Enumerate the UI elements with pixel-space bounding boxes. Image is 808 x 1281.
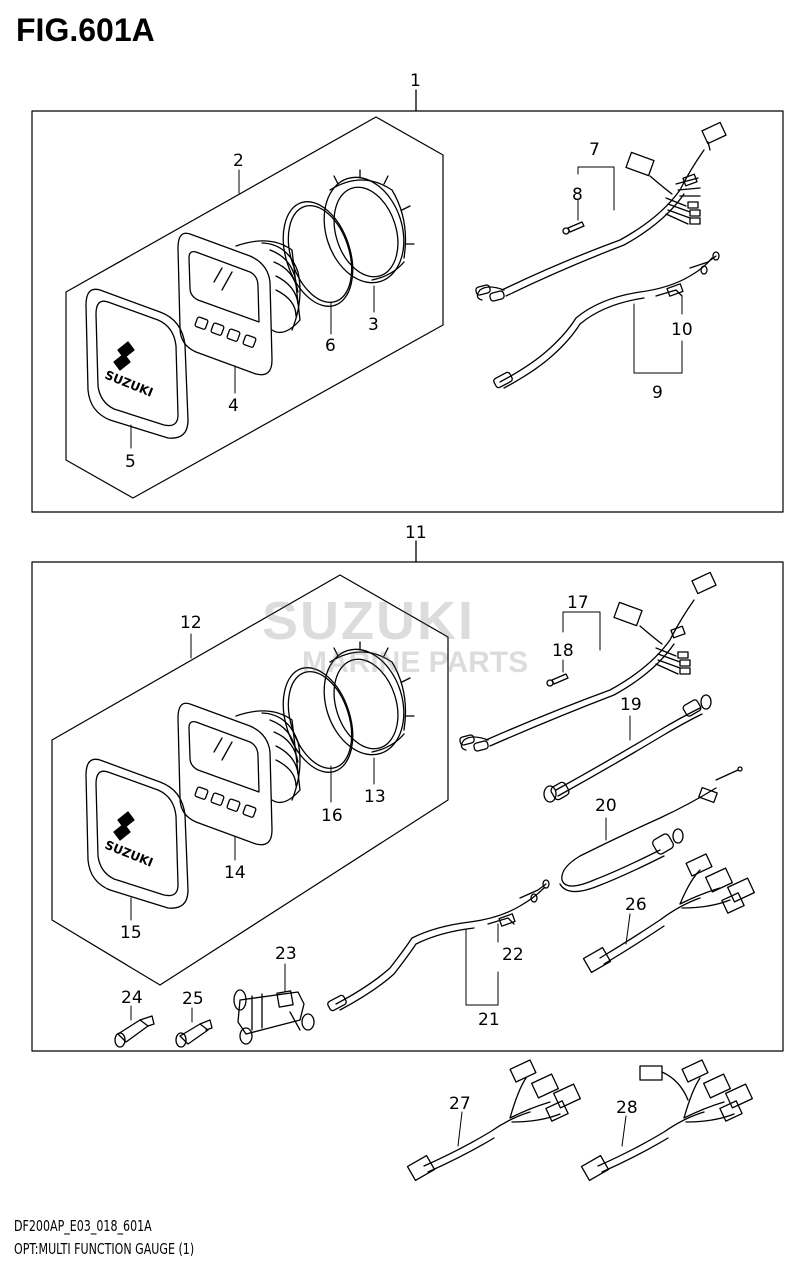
harness-part-27	[406, 1059, 582, 1182]
callout-28: 28	[616, 1098, 638, 1118]
callout-21: 21	[478, 1010, 500, 1030]
callout-4: 4	[228, 396, 239, 416]
figure-title: FIG.601A	[16, 12, 155, 48]
callout-26: 26	[625, 895, 647, 915]
bezel-logo-text: SUZUKI	[103, 368, 155, 400]
gauge-part-4	[177, 232, 301, 376]
callout-5: 5	[125, 452, 136, 472]
callout-13: 13	[364, 787, 386, 807]
callout-8: 8	[572, 185, 583, 205]
callout-22: 22	[502, 945, 524, 965]
callout-9: 9	[652, 383, 663, 403]
plug-part-25	[175, 1019, 213, 1048]
leader-lines-group-1	[130, 166, 683, 449]
leader-lines-group-11	[130, 611, 631, 1023]
bezel-part-15: SUZUKI	[85, 758, 189, 909]
callout-14: 14	[224, 863, 246, 883]
callout-6: 6	[325, 336, 336, 356]
group-11-frame	[31, 540, 784, 1052]
callout-10: 10	[671, 320, 693, 340]
harness-part-17	[459, 571, 717, 752]
callout-15: 15	[120, 923, 142, 943]
bezel-part-5: SUZUKI	[85, 288, 189, 439]
watermark: SUZUKI MARINE PARTS	[262, 590, 528, 680]
suzuki-logo-icon	[113, 341, 135, 371]
harness-part-28	[580, 1059, 754, 1182]
o-ring-part-6	[282, 201, 354, 307]
harness-part-21	[327, 879, 550, 1012]
callout-24: 24	[121, 988, 143, 1008]
screw-part-18	[546, 673, 569, 687]
cable-part-20	[559, 766, 743, 893]
watermark-line-2: MARINE PARTS	[302, 646, 529, 679]
bezel-logo-text-2: SUZUKI	[103, 838, 155, 870]
harness-part-7	[475, 121, 727, 302]
callout-16: 16	[321, 806, 343, 826]
callout-1: 1	[410, 71, 421, 91]
callout-11: 11	[405, 523, 427, 543]
callout-18: 18	[552, 641, 574, 661]
tee-connector-part-23	[233, 989, 315, 1045]
figure-description: OPT:MULTI FUNCTION GAUGE (1)	[14, 1240, 195, 1258]
watermark-line-1: SUZUKI	[262, 591, 475, 651]
callout-12: 12	[180, 613, 202, 633]
callout-labels: 1 2 3 4 5 6 7 8 9 10 11 12 13 14 15 16 1…	[120, 71, 693, 1118]
harness-part-26	[582, 853, 756, 974]
callout-23: 23	[275, 944, 297, 964]
callout-25: 25	[182, 989, 204, 1009]
gauge-part-14	[177, 702, 301, 846]
callout-7: 7	[589, 140, 600, 160]
nut-part-13	[323, 641, 415, 756]
callout-27: 27	[449, 1094, 471, 1114]
callout-2: 2	[233, 151, 244, 171]
harness-part-9	[493, 251, 720, 389]
callout-3: 3	[368, 315, 379, 335]
callout-20: 20	[595, 796, 617, 816]
nut-part-3	[323, 169, 415, 284]
group-1-frame	[31, 89, 784, 513]
figure-code: DF200AP_E03_018_601A	[14, 1217, 152, 1235]
callout-17: 17	[567, 593, 589, 613]
screw-part-8	[562, 221, 585, 235]
cap-part-24	[114, 1015, 155, 1048]
cable-part-19	[543, 694, 712, 803]
o-ring-part-16	[282, 667, 354, 773]
callout-19: 19	[620, 695, 642, 715]
